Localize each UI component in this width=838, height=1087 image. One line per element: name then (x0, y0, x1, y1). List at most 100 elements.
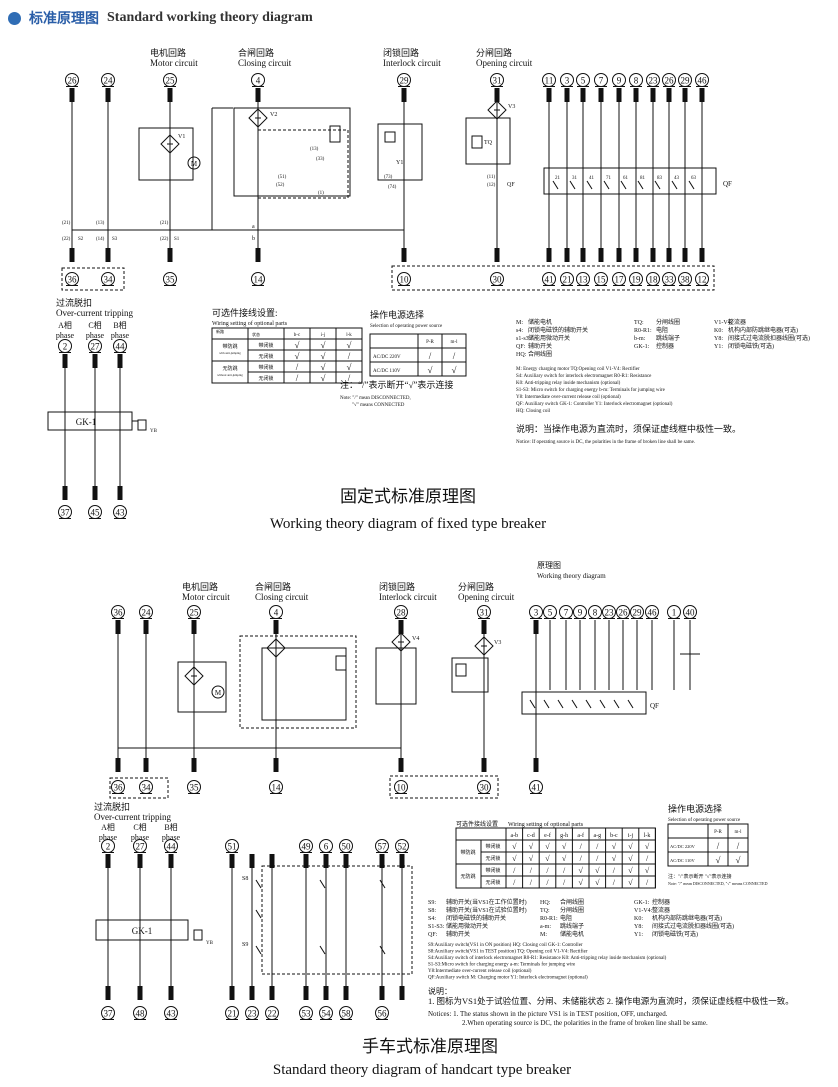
table-row-header-en: with anti-jumping (219, 351, 241, 355)
table-cell: / (453, 351, 456, 361)
top-terminal-4: 4 (251, 73, 265, 87)
terminal-number: 31 (493, 76, 502, 86)
terminal-number: 26 (619, 608, 629, 618)
legend-zh: 合闸线圈 (528, 350, 552, 358)
caption-zh: 手车式标准原理图 (362, 1037, 498, 1056)
terminal-number: 23 (605, 608, 615, 618)
terminal-number: 48 (136, 1009, 146, 1019)
connector-plug-icon (303, 854, 309, 868)
connector-plug-icon (699, 248, 705, 262)
switch-label: S8 (242, 876, 248, 882)
options-title-en: Wiring setting of optional parts (212, 320, 288, 327)
contact-label: (21) (62, 221, 71, 226)
table-corner: 状态 (252, 331, 260, 337)
connector-plug-icon (546, 88, 552, 102)
contact-label: (12) (487, 183, 496, 188)
table-row-header: 带防跳 (460, 849, 475, 856)
table-cell: / (646, 878, 649, 887)
table-cell: √ (321, 373, 326, 383)
component-label: QF (723, 180, 732, 188)
oc-terminal-27: 27 (133, 839, 147, 853)
terminal-number: 23 (248, 1009, 258, 1019)
table-cell: / (737, 841, 740, 851)
legend-zh: 闭锁电磁铁的辅助开关 (446, 914, 506, 922)
connector-plug-icon (229, 986, 235, 1000)
aux-terminal-bottom-58: 58 (339, 1006, 353, 1020)
explain-en: 2.When operating source is DC, the polar… (462, 1019, 708, 1027)
oc-terminal-44: 44 (113, 339, 127, 353)
connector-plug-icon (682, 248, 688, 262)
table-col-header: P-R (426, 340, 434, 345)
terminal-number: 27 (91, 342, 101, 352)
legend-zh: 储能用微动开关 (528, 334, 570, 342)
motor-box (177, 661, 227, 713)
terminal-number: 26 (68, 76, 78, 86)
top-right-dashed-frame (391, 265, 715, 291)
bottom-terminal-40: 40 (683, 605, 697, 619)
interlock-coil-icon (384, 131, 396, 143)
connector-plug-icon (303, 986, 309, 1000)
terminal-number: 57 (378, 842, 388, 852)
connector-plug-icon (379, 854, 385, 868)
oc-terminal-bottom-37: 37 (58, 505, 72, 519)
terminal-number: 36 (114, 608, 124, 618)
oc-terminal-bottom-43: 43 (164, 1006, 178, 1020)
section-title-zh: 合闸回路 (238, 47, 274, 58)
diagram-title-zh: 原理图 (537, 561, 561, 570)
top-terminal-bottom-34: 34 (101, 272, 115, 286)
qf-contact-icon (603, 180, 610, 190)
top-terminal-9: 9 (612, 73, 626, 87)
legend-zh: V1-V4: (634, 908, 653, 914)
terminal-number: 29 (633, 608, 643, 618)
top-terminal-bottom-13: 13 (576, 272, 590, 286)
legend-zh: 控制器 (652, 898, 670, 906)
bottom-terminal-bottom-35: 35 (187, 780, 201, 794)
terminal-number: 52 (398, 842, 407, 852)
aux-terminal-50: 50 (339, 839, 353, 853)
top-terminal-bottom-33: 33 (662, 272, 676, 286)
table-cell: √ (452, 365, 457, 375)
oc-terminal-2: 2 (58, 339, 72, 353)
section-title-zh: 闭锁回路 (379, 581, 415, 592)
contact-label: (13) (96, 221, 105, 226)
legend-zh: b-m: (634, 336, 646, 342)
oc-terminal-44: 44 (164, 839, 178, 853)
terminal-number: 33 (665, 275, 675, 285)
connector-plug-icon (323, 854, 329, 868)
qf-contact-icon (552, 180, 559, 190)
terminal-number: 35 (166, 275, 176, 285)
terminal-number: 10 (400, 275, 410, 285)
overcurrent-title-en: Over-current tripping (94, 812, 172, 822)
bottom-terminal-bottom-36: 36 (111, 780, 125, 794)
phase-label-en: phase (162, 833, 181, 842)
legend-zh: 间接式过电流脱扣器线圈(可选) (728, 334, 810, 342)
terminal-number: 44 (116, 342, 126, 352)
closing-circuit-box (239, 635, 357, 729)
caption-en: Working theory diagram of fixed type bre… (270, 516, 546, 532)
terminal-number: 34 (142, 783, 152, 793)
section-title-en: Opening circuit (458, 592, 515, 602)
qf-contact-icon (569, 180, 576, 190)
connector-plug-icon (143, 758, 149, 772)
bottom-terminal-bottom-10: 10 (394, 780, 408, 794)
table-cell: √ (562, 854, 567, 863)
phase-label-zh: B相 (164, 822, 177, 832)
table-cell: √ (628, 866, 633, 875)
legend-zh: 机构内部防跳继电器(可选) (652, 914, 722, 922)
bottom-terminal-bottom-41: 41 (529, 780, 543, 794)
top-terminal-bottom-12: 12 (695, 272, 709, 286)
table-sub-header: 无闭锁 (485, 879, 500, 886)
contact-label: (33) (316, 157, 325, 162)
aux-terminal-49: 49 (299, 839, 313, 853)
terminal-number: 25 (166, 76, 176, 86)
aux-terminal-bottom-56: 56 (375, 1006, 389, 1020)
oc-terminal-27: 27 (88, 339, 102, 353)
switch-label: S2 (78, 237, 84, 242)
table-col-header: a-b (510, 833, 518, 839)
top-terminal-bottom-38: 38 (678, 272, 692, 286)
table-row-header: 带防跳 (222, 343, 237, 350)
connector-plug-icon (143, 620, 149, 634)
connector-plug-icon (92, 354, 98, 368)
opening-circuit-box (465, 117, 511, 165)
